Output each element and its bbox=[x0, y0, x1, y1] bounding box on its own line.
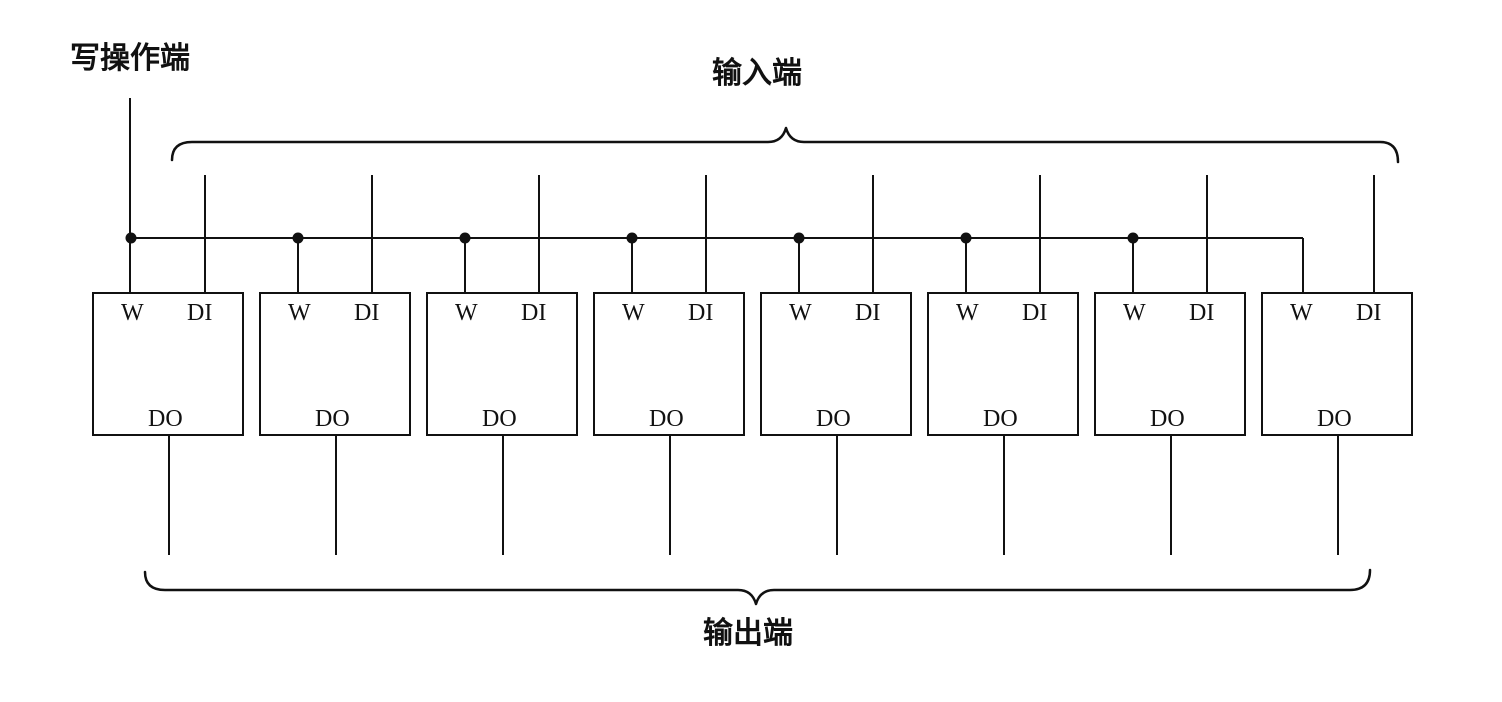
write-pin-label: W bbox=[622, 300, 645, 326]
data-out-pin-label: DO bbox=[315, 406, 350, 432]
memory-cells: W DI DO W DI DO W DI DO W DI DO W DI DO W DI DO W DI DO W DI DO bbox=[92, 175, 1413, 555]
data-out-pin-label: DO bbox=[1150, 406, 1185, 432]
write-pin-label: W bbox=[1123, 300, 1146, 326]
data-out-pin-label: DO bbox=[649, 406, 684, 432]
data-out-pin-label: DO bbox=[1317, 406, 1352, 432]
junction-dot bbox=[626, 232, 638, 244]
write-port-label: 写操作端 bbox=[70, 41, 190, 76]
output-port-label: 输出端 bbox=[703, 616, 793, 651]
data-out-pin-label: DO bbox=[816, 406, 851, 432]
data-in-pin-label: DI bbox=[1356, 300, 1381, 326]
memory-cell-box bbox=[1261, 292, 1413, 436]
memory-cell-box bbox=[927, 292, 1079, 436]
data-in-pin-label: DI bbox=[1022, 300, 1047, 326]
write-pin-label: W bbox=[956, 300, 979, 326]
data-in-pin-label: DI bbox=[521, 300, 546, 326]
data-in-pin-label: DI bbox=[1189, 300, 1214, 326]
junction-dot bbox=[459, 232, 471, 244]
junction-dot bbox=[1127, 232, 1139, 244]
write-pin-label: W bbox=[121, 300, 144, 326]
data-out-pin-label: DO bbox=[983, 406, 1018, 432]
junction-dot bbox=[960, 232, 972, 244]
input-port-label: 输入端 bbox=[712, 56, 802, 91]
memory-cell-box bbox=[593, 292, 745, 436]
data-out-pin-label: DO bbox=[482, 406, 517, 432]
output-brace bbox=[143, 568, 1372, 606]
write-pin-label: W bbox=[288, 300, 311, 326]
write-pin-label: W bbox=[1290, 300, 1313, 326]
input-brace bbox=[170, 126, 1400, 164]
write-pin-label: W bbox=[789, 300, 812, 326]
data-in-pin-label: DI bbox=[187, 300, 212, 326]
data-in-pin-label: DI bbox=[855, 300, 880, 326]
write-pin-label: W bbox=[455, 300, 478, 326]
junction-dot bbox=[125, 232, 137, 244]
data-in-pin-label: DI bbox=[688, 300, 713, 326]
memory-cell-box bbox=[426, 292, 578, 436]
data-out-pin-label: DO bbox=[148, 406, 183, 432]
memory-cell-box bbox=[92, 292, 244, 436]
memory-cell-box bbox=[760, 292, 912, 436]
memory-cell-box bbox=[1094, 292, 1246, 436]
junction-dot bbox=[793, 232, 805, 244]
junction-dot bbox=[292, 232, 304, 244]
data-in-pin-label: DI bbox=[354, 300, 379, 326]
